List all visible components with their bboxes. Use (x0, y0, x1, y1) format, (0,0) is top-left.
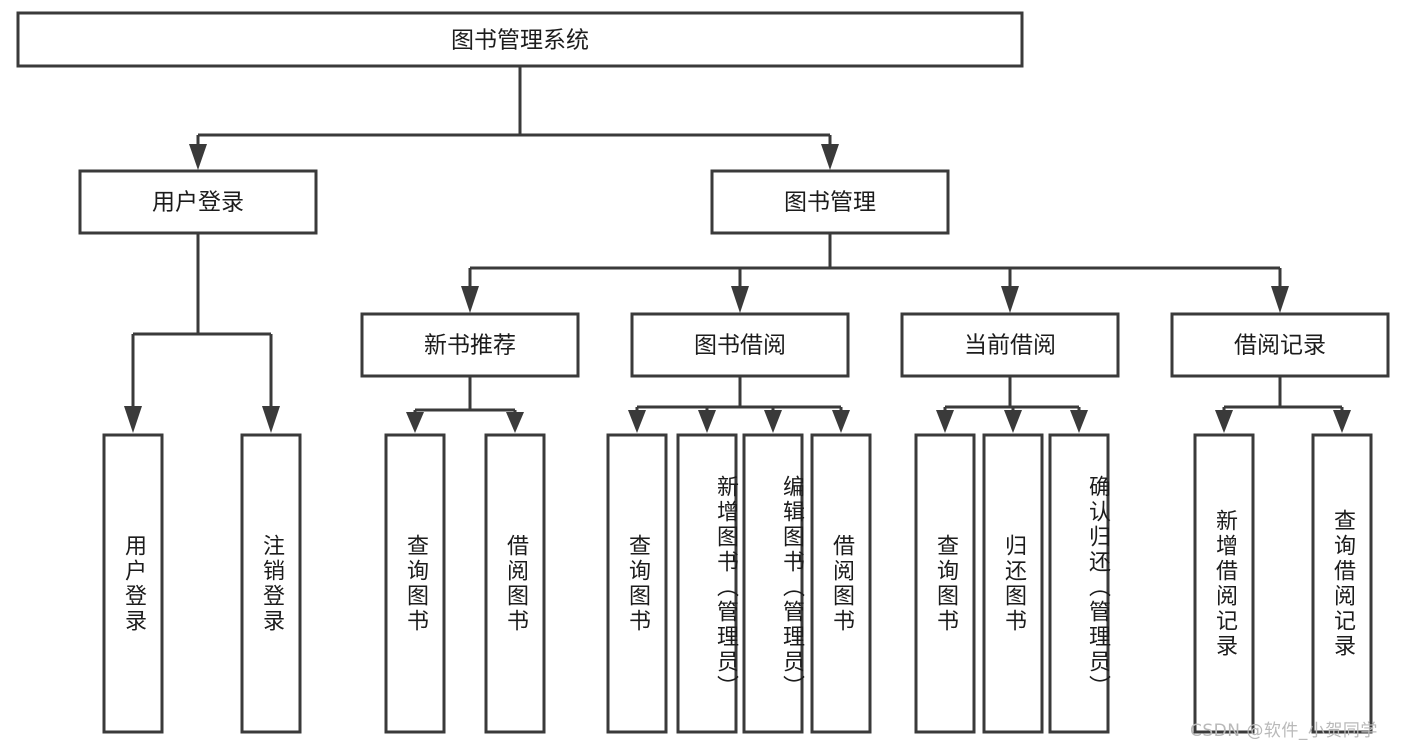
node-leaf-edit-book-admin-box[interactable] (742, 433, 804, 734)
arrowhead-leaf-borrow-book-2 (832, 410, 850, 433)
node-leaf-add-book-admin-box[interactable] (676, 433, 738, 734)
node-current-borrow-label: 当前借阅 (964, 333, 1056, 359)
arrowhead-user-login (189, 144, 207, 170)
edge-group-current-borrow (936, 376, 1088, 433)
leaf-boxes (102, 433, 1373, 734)
arrowhead-leaf-add-borrow-record (1215, 410, 1233, 433)
arrowhead-leaf-query-book-1 (406, 412, 424, 433)
node-leaf-query-book-2-box[interactable] (606, 433, 668, 734)
edge-group-borrow-record (1215, 376, 1351, 433)
node-root-box[interactable] (16, 11, 1024, 68)
node-leaf-user-login-box[interactable] (102, 433, 164, 734)
arrowhead-leaf-query-book-2 (628, 410, 646, 433)
node-new-book-recommend[interactable]: 新书推荐 (360, 312, 580, 378)
edge-group-root (189, 66, 839, 170)
node-borrow-record[interactable]: 借阅记录 (1170, 312, 1390, 378)
edge-group-book-borrow (628, 376, 850, 433)
node-user-login[interactable]: 用户登录 (78, 169, 318, 235)
node-leaf-query-book-3-box[interactable] (914, 433, 976, 734)
node-book-manage[interactable]: 图书管理 (710, 169, 950, 235)
node-borrow-record-box[interactable] (1170, 312, 1390, 378)
arrowhead-book-manage (821, 144, 839, 170)
node-leaf-add-borrow-record-box[interactable] (1193, 433, 1255, 734)
csdn-watermark: CSDN @软件_小贺同学 (1190, 721, 1378, 741)
node-leaf-borrow-book-1-box[interactable] (484, 433, 546, 734)
edge-group-user-login (124, 233, 280, 433)
node-borrow-record-label: 借阅记录 (1234, 333, 1326, 359)
node-leaf-query-book-1-box[interactable] (384, 433, 446, 734)
arrowhead-leaf-query-borrow-record (1333, 410, 1351, 433)
node-book-borrow-label: 图书借阅 (694, 333, 786, 359)
node-current-borrow-box[interactable] (900, 312, 1120, 378)
node-new-book-recommend-box[interactable] (360, 312, 580, 378)
node-user-login-box[interactable] (78, 169, 318, 235)
arrowhead-leaf-query-book-3 (936, 410, 954, 433)
arrowhead-leaf-return-book (1004, 410, 1022, 433)
node-current-borrow[interactable]: 当前借阅 (900, 312, 1120, 378)
arrowhead-leaf-borrow-book-1 (506, 412, 524, 433)
arrowhead-leaf-edit-book-admin (764, 410, 782, 433)
node-root[interactable]: 图书管理系统 (16, 11, 1024, 68)
node-leaf-confirm-return-admin-box[interactable] (1048, 433, 1110, 734)
arrowhead-leaf-user-logout (262, 406, 280, 433)
node-leaf-return-book-box[interactable] (982, 433, 1044, 734)
node-user-login-label: 用户登录 (152, 190, 244, 216)
arrowhead-leaf-add-book-admin (698, 410, 716, 433)
arrowhead-leaf-user-login (124, 406, 142, 433)
node-leaf-query-borrow-record-box[interactable] (1311, 433, 1373, 734)
node-book-manage-box[interactable] (710, 169, 950, 235)
arrowhead-new-book-recommend (461, 286, 479, 313)
node-root-label: 图书管理系统 (451, 28, 589, 54)
edge-group-new-book-recommend (406, 376, 524, 433)
arrowhead-current-borrow (1001, 286, 1019, 313)
arrowhead-leaf-confirm-return-admin (1070, 410, 1088, 433)
node-leaf-borrow-book-2-box[interactable] (810, 433, 872, 734)
arrowhead-book-borrow (731, 286, 749, 313)
node-new-book-recommend-label: 新书推荐 (424, 333, 516, 359)
arrowhead-borrow-record (1271, 286, 1289, 313)
node-book-manage-label: 图书管理 (784, 190, 876, 216)
node-book-borrow[interactable]: 图书借阅 (630, 312, 850, 378)
node-leaf-user-logout-box[interactable] (240, 433, 302, 734)
node-book-borrow-box[interactable] (630, 312, 850, 378)
edge-group-book-manage (461, 233, 1289, 313)
